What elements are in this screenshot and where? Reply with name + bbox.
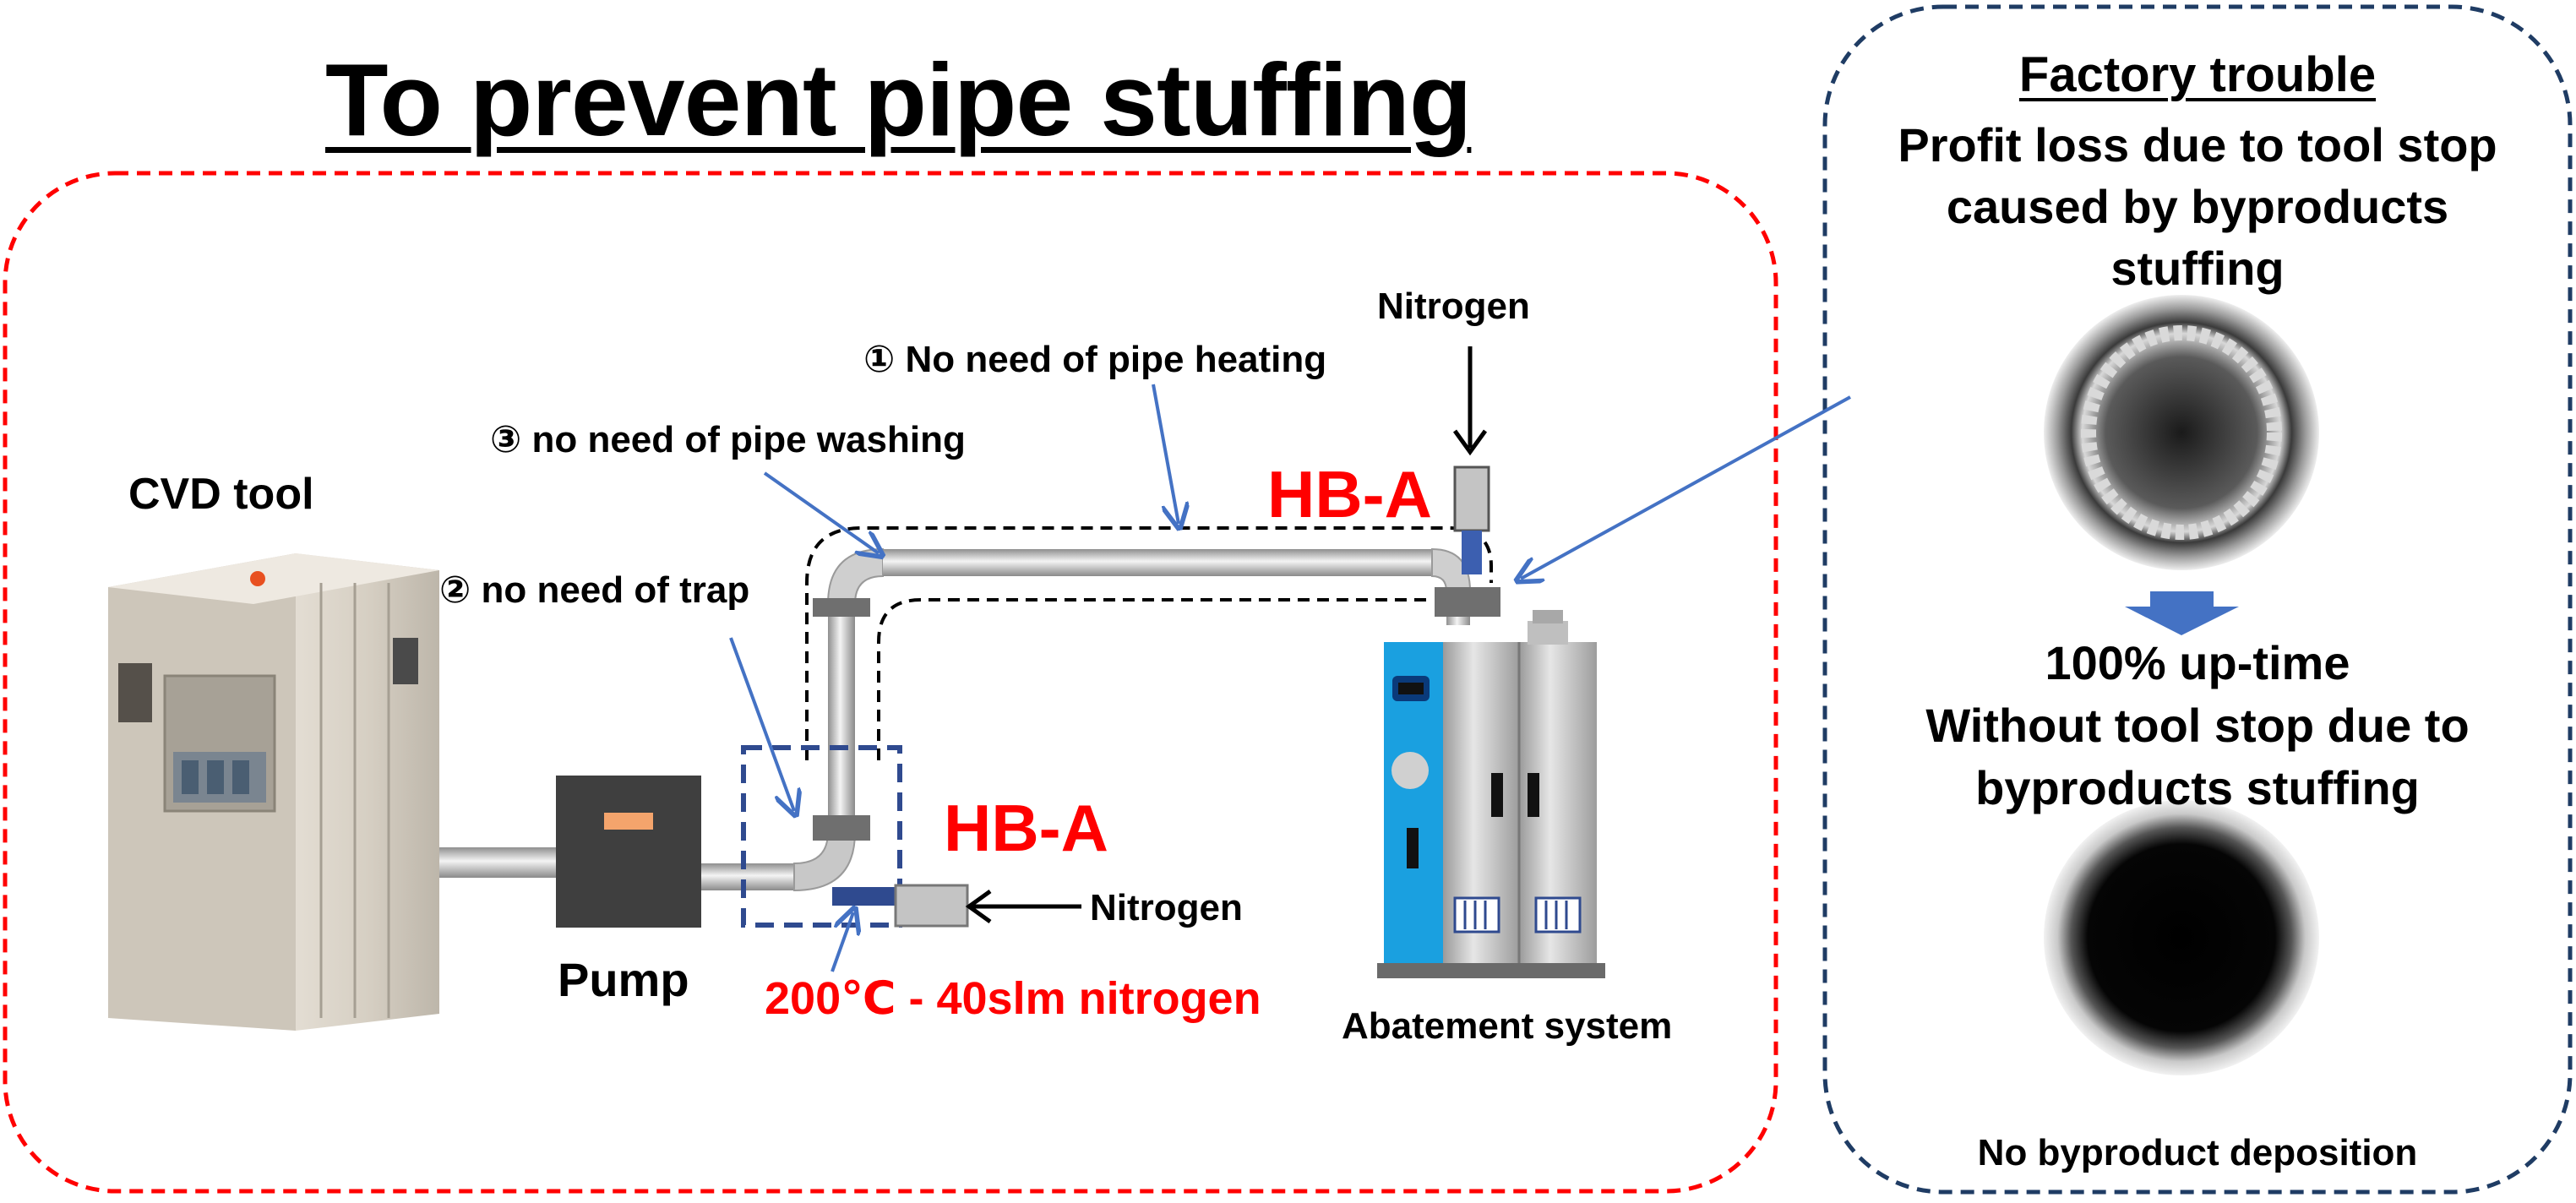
flange-vertical-top <box>813 598 870 617</box>
heating-zone-outline <box>805 526 1493 760</box>
arrow-condition <box>831 912 853 972</box>
trouble-line: Profit loss due to tool stop <box>1898 118 2497 171</box>
abatement-illustration <box>1377 610 1605 978</box>
trouble-panel-border <box>1822 4 2573 1195</box>
nitrogen-bottom-label: Nitrogen <box>1090 887 1243 928</box>
pump-illustration <box>556 776 701 928</box>
arrow-note-2 <box>729 637 794 811</box>
hb-a-bottom-heater <box>832 887 896 906</box>
uptime-label: 100% up-time <box>2045 636 2350 689</box>
system-boundary <box>3 171 1778 1194</box>
cvd-tool-illustration <box>108 553 439 1031</box>
arrow-note-1 <box>1152 384 1179 524</box>
note-pipe-heating: ① No need of pipe heating <box>863 339 1327 380</box>
pump-label: Pump <box>558 953 689 1006</box>
condition-label: 200℃ - 40slm nitrogen <box>765 973 1261 1024</box>
flange-vertical-bottom <box>813 815 870 841</box>
hb-a-top-heater <box>1462 531 1482 574</box>
trouble-description: Profit loss due to tool stop caused by b… <box>1825 114 2570 299</box>
clean-pipe-photo <box>2044 800 2319 1075</box>
pipe-horizontal <box>883 549 1432 576</box>
pipe-cvd-to-pump <box>439 847 558 878</box>
pipe-pump-to-elbow <box>701 863 794 890</box>
no-deposition-caption: No byproduct deposition <box>1977 1132 2418 1173</box>
arrow-to-panel <box>1521 395 1851 579</box>
panel-heading: Factory trouble <box>2018 47 2377 102</box>
upper-elbow <box>826 547 884 605</box>
hb-a-bottom-nozzle <box>894 884 969 928</box>
pipe-vertical <box>828 604 855 841</box>
trouble-line: stuffing <box>2110 242 2285 295</box>
result-description: Without tool stop due to byproducts stuf… <box>1825 694 2570 819</box>
abatement-system-label: Abatement system <box>1342 1005 1673 1047</box>
page-title: To prevent pipe stuffing <box>325 42 1472 157</box>
trap-zone-box <box>741 745 902 928</box>
nitrogen-top-label: Nitrogen <box>1377 286 1530 327</box>
flange-abatement <box>1435 587 1500 617</box>
arrow-note-3 <box>763 471 879 553</box>
result-line: Without tool stop due to <box>1925 699 2470 752</box>
cvd-tool-label: CVD tool <box>128 470 314 519</box>
hb-a-bottom-label: HB-A <box>944 791 1108 865</box>
result-line: byproducts stuffing <box>1975 761 2420 814</box>
lower-elbow <box>793 831 857 892</box>
improvement-arrow <box>2125 591 2239 635</box>
hb-a-top-label: HB-A <box>1267 457 1432 531</box>
hb-a-top-nozzle <box>1453 465 1490 532</box>
trouble-line: caused by byproducts <box>1946 180 2449 233</box>
note-pipe-washing: ③ no need of pipe washing <box>490 419 966 460</box>
note-trap: ② no need of trap <box>439 569 750 611</box>
